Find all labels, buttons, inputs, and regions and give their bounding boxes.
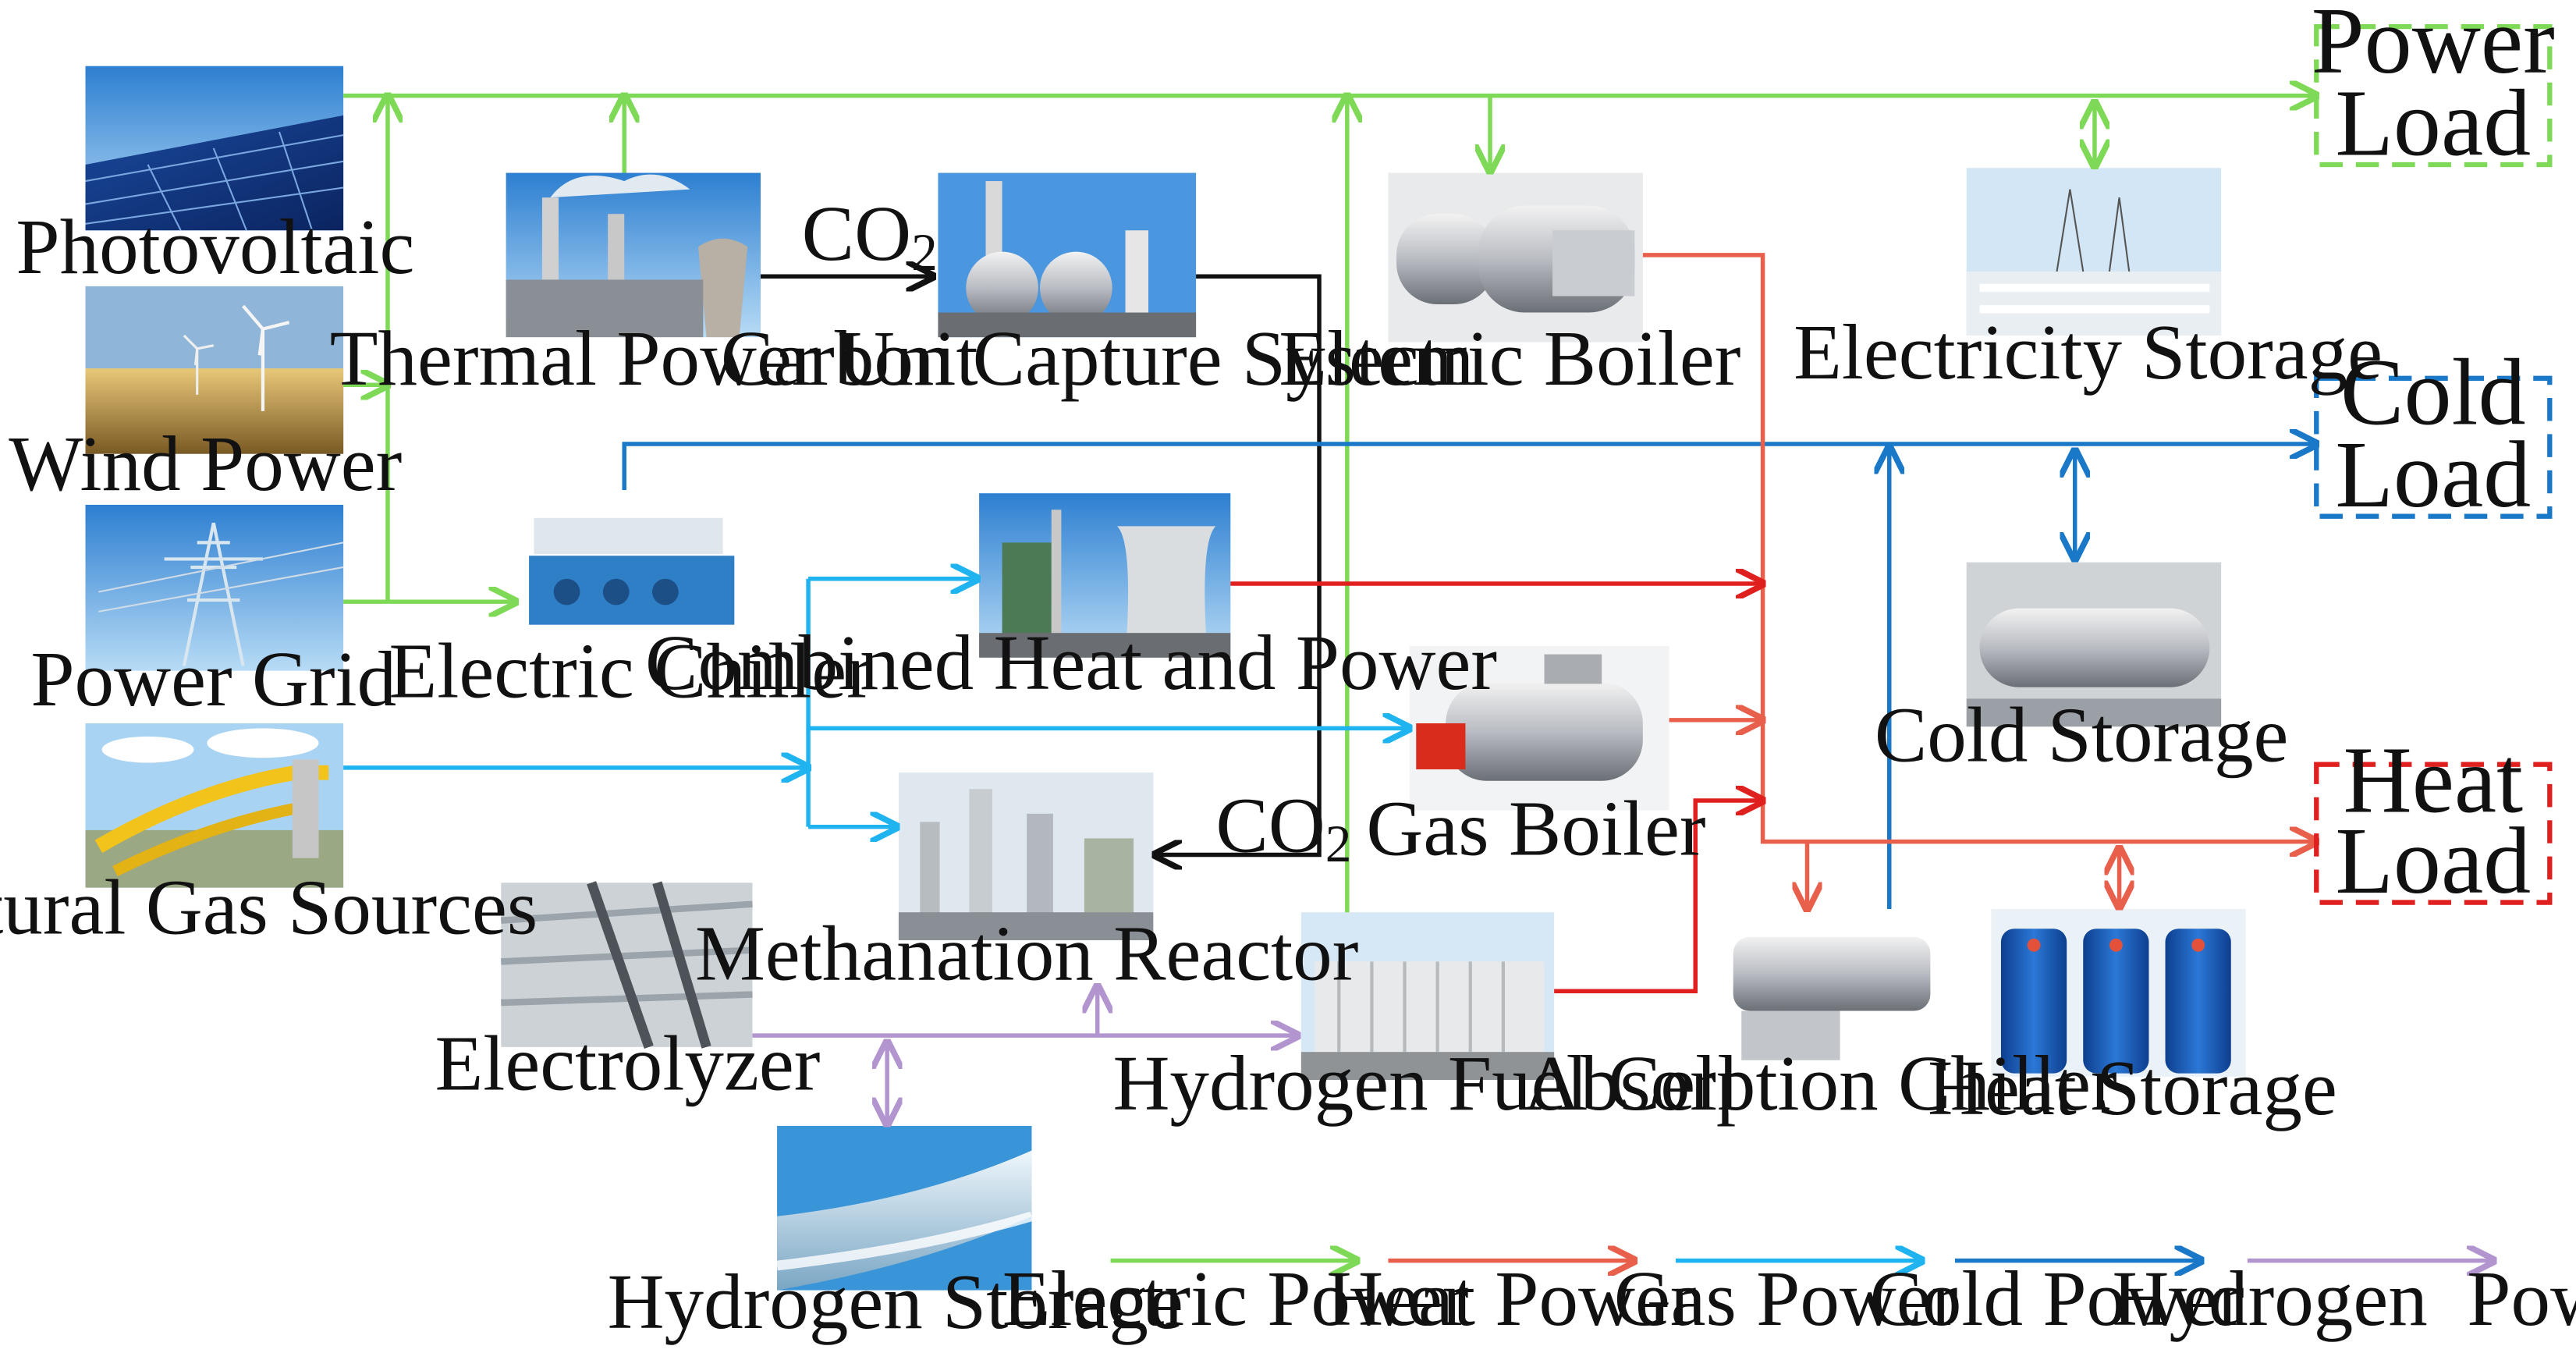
legend-cold-label: Cold Power [1869,1255,2244,1342]
hydrogen-storage-image [776,1125,1034,1291]
photovoltaic-label: Photovoltaic [16,203,414,290]
legend-hydrogen-label: Hydrogen Power [2113,1255,2576,1342]
gas-flows [343,579,1410,827]
natural-gas-image [85,723,344,888]
natural-gas-label: Natural Gas Sources [0,864,538,951]
hydrogen-fuel-cell-image [1300,912,1555,1080]
cold-storage-label: Cold Storage [1875,691,2289,778]
electric-boiler-image [1388,172,1643,343]
co2-label-methanation: CO2 [1215,781,1351,873]
co2-label-capture: CO2 [802,190,938,282]
wind-power-image [85,286,344,454]
chp-label: Combined Heat and Power [645,619,1497,706]
heat-load-line1: Heat [2344,728,2524,833]
gas-boiler-image [1409,646,1669,811]
thermal-power-unit-image [506,172,761,338]
electricity-storage-image [1966,168,2222,336]
electrolyzer-label: Electrolyzer [435,1020,821,1107]
electricity-storage-label: Electricity Storage [1794,308,2383,396]
cold-flows [622,444,2316,909]
legend-heat-label: Heat Power [1326,1255,1696,1342]
electrolyzer-image [501,881,753,1049]
electric-flows [343,96,2316,913]
chp-image [979,493,1231,658]
heat-load-box [2314,762,2553,905]
electric-boiler-label: Electric Boiler [1279,314,1740,402]
power-load-box [2314,23,2553,168]
wind-power-label: Wind Power [9,420,402,507]
electric-chiller-label: Electric Chiller [389,627,873,714]
hydrogen-storage-label: Hydrogen Storage [608,1258,1183,1345]
heat-storage-label: Heat Storage [1928,1044,2337,1131]
cold-load-line1: Cold [2340,340,2526,446]
thermal-power-unit-label: Thermal Power Unit [330,314,978,402]
power-grid-image [85,504,344,671]
power-load-line1: Power [2312,0,2555,94]
cold-load-box [2314,375,2553,519]
absorption-chiller-image [1716,912,1947,1077]
co2-flows [761,276,1322,854]
hydrogen-fuel-cell-label: Hydrogen Fuel Cell [1112,1039,1739,1127]
power-grid-label: Power Grid [30,635,396,723]
gas-boiler-label: Gas Boiler [1366,784,1705,872]
heat-flows [1230,253,2316,994]
electric-chiller-image [522,501,744,637]
cold-storage-image [1966,562,2222,727]
absorption-chiller-label: Absorption Chiller [1524,1039,2117,1127]
hydrogen-flows [752,986,1297,1124]
heat-load-line2: Load [2335,808,2531,914]
power-load-line2: Load [2335,70,2531,176]
legend-electric-label: Electric Power [1002,1255,1469,1342]
heat-storage-image [1991,908,2246,1077]
carbon-capture-image [938,172,1197,338]
methanation-reactor-image [898,772,1154,940]
photovoltaic-image [85,66,344,231]
methanation-reactor-label: Methanation Reactor [695,910,1358,997]
cold-load-line2: Load [2335,422,2531,527]
carbon-capture-label: Carbon Capture System [721,314,1474,402]
legend-gas-label: Gas Power [1614,1255,1958,1342]
